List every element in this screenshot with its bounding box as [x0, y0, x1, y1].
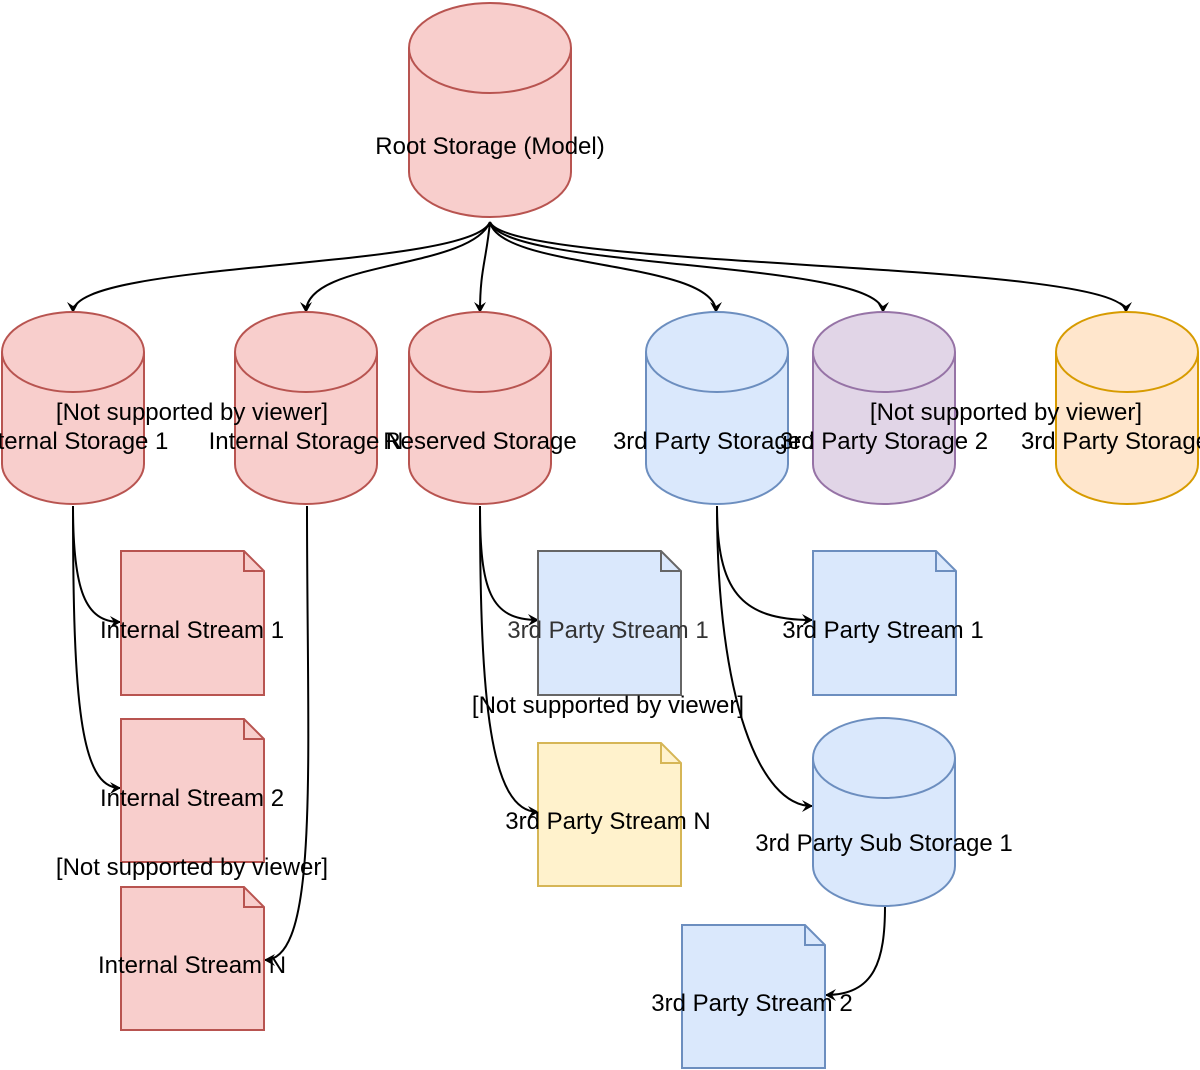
third-party-storage-n: 3rd Party Storage N — [1021, 311, 1200, 505]
internal-storage-n-label: Internal Storage N — [209, 428, 404, 455]
internal-stream-2-document — [120, 718, 265, 863]
reserved-storage: Reserved Storage — [383, 311, 577, 505]
third-party-stream-2-label: 3rd Party Stream 2 — [651, 990, 852, 1017]
notice-not-supported-middle: [Not supported by viewer] — [472, 692, 744, 719]
reserved-stream-n-document — [537, 742, 682, 887]
reserved-stream-1-label: 3rd Party Stream 1 — [507, 617, 708, 644]
internal-stream-2-label: Internal Stream 2 — [100, 785, 284, 812]
third-party-sub-storage-1: 3rd Party Sub Storage 1 — [755, 717, 1013, 907]
third-party-stream-2-document — [681, 924, 826, 1069]
third-party-storage-1-label: 3rd Party Storage 1 — [613, 428, 821, 455]
edge-root-to-internal-storage-1 — [67, 221, 491, 313]
internal-stream-1: Internal Stream 1 — [100, 550, 284, 696]
reserved-stream-1-document — [537, 550, 682, 696]
edge-root-to-third-party-storage-1 — [489, 221, 722, 313]
third-party-stream-1: 3rd Party Stream 1 — [782, 550, 984, 696]
reserved-stream-n: 3rd Party Stream N — [505, 742, 711, 887]
edge-internal-storage-1-to-internal-stream-2 — [72, 505, 121, 794]
reserved-stream-n-label: 3rd Party Stream N — [505, 808, 710, 835]
notice-not-supported-right: [Not supported by viewer] — [870, 399, 1142, 426]
internal-storage-n: Internal Storage N — [209, 311, 404, 505]
third-party-storage-n-label: 3rd Party Storage N — [1021, 428, 1200, 455]
third-party-storage-2-label: 3rd Party Storage 2 — [780, 428, 988, 455]
edges — [67, 221, 1132, 1001]
notice-not-supported-bottom: [Not supported by viewer] — [56, 854, 328, 881]
notice-not-supported-left: [Not supported by viewer] — [56, 399, 328, 426]
edge-root-to-third-party-storage-2 — [489, 221, 889, 313]
internal-storage-1-cylinder — [1, 311, 145, 505]
edge-root-to-reserved-storage — [474, 221, 491, 313]
internal-storage-1-label: Internal Storage 1 — [0, 428, 168, 455]
internal-storage-n-cylinder — [234, 311, 378, 505]
internal-stream-1-label: Internal Stream 1 — [100, 617, 284, 644]
third-party-sub-storage-1-cylinder — [812, 717, 956, 907]
root-storage: Root Storage (Model) — [375, 2, 605, 218]
third-party-storage-2: 3rd Party Storage 2 — [780, 311, 988, 505]
root-storage-label: Root Storage (Model) — [375, 133, 604, 160]
third-party-storage-1-cylinder — [645, 311, 789, 505]
reserved-storage-label: Reserved Storage — [383, 428, 576, 455]
internal-storage-1: Internal Storage 1 — [0, 311, 168, 505]
edge-sub-storage-1-to-third-party-stream-2 — [825, 905, 886, 1001]
root-storage-cylinder — [408, 2, 572, 218]
internal-stream-n: Internal Stream N — [98, 886, 286, 1031]
edge-third-party-storage-1-to-third-party-stream-1 — [716, 505, 813, 626]
internal-stream-n-label: Internal Stream N — [98, 952, 286, 979]
edge-root-to-internal-storage-n — [300, 221, 491, 313]
edge-internal-storage-n-to-internal-stream-n — [264, 505, 310, 966]
third-party-storage-n-cylinder — [1055, 311, 1199, 505]
third-party-stream-1-label: 3rd Party Stream 1 — [782, 617, 983, 644]
third-party-stream-1-document — [812, 550, 957, 696]
edge-root-to-third-party-storage-n — [489, 221, 1132, 313]
edge-third-party-storage-1-to-sub-storage-1 — [716, 505, 813, 812]
internal-stream-1-document — [120, 550, 265, 696]
edge-reserved-storage-to-reserved-stream-n — [479, 505, 539, 818]
internal-stream-2: Internal Stream 2 — [100, 718, 284, 863]
third-party-storage-2-cylinder — [812, 311, 956, 505]
edge-reserved-storage-to-reserved-stream-1 — [479, 505, 539, 626]
reserved-stream-1: 3rd Party Stream 1 — [507, 550, 709, 696]
third-party-storage-1: 3rd Party Storage 1 — [613, 311, 821, 505]
reserved-storage-cylinder — [408, 311, 552, 505]
edge-internal-storage-1-to-internal-stream-1 — [72, 505, 121, 628]
third-party-sub-storage-1-label: 3rd Party Sub Storage 1 — [755, 830, 1012, 857]
third-party-stream-2: 3rd Party Stream 2 — [651, 924, 853, 1069]
internal-stream-n-document — [120, 886, 265, 1031]
